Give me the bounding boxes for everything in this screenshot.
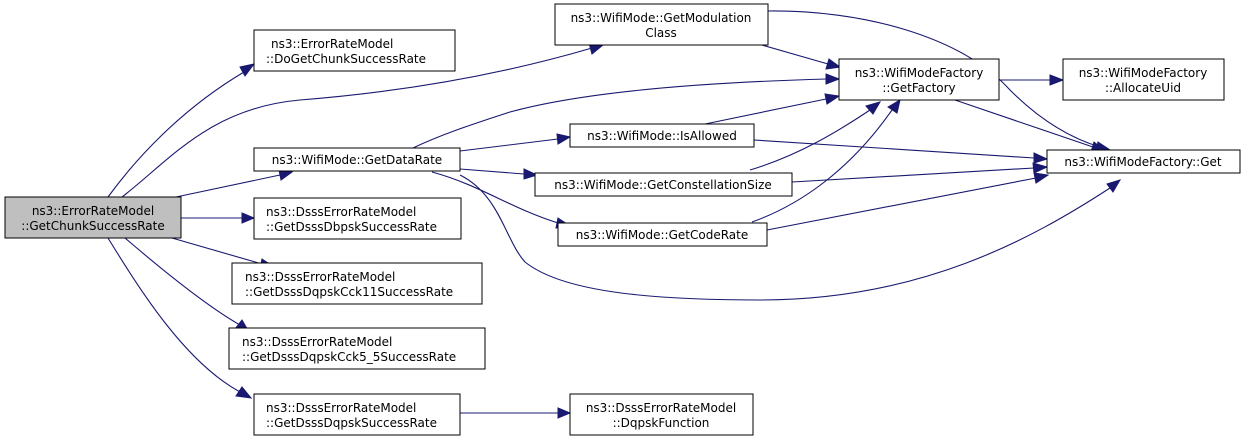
node-get-chunk-success-rate[interactable]: ns3::ErrorRateModel ::GetChunkSuccessRat… — [4, 196, 182, 239]
node-is-allowed[interactable]: ns3::WifiMode::IsAllowed — [569, 123, 755, 148]
edge-const-size-to-factory — [749, 101, 882, 171]
node-get-factory[interactable]: ns3::WifiModeFactory ::GetFactory — [838, 58, 1000, 101]
node-dqpsk-cck5-success-rate[interactable]: ns3::DsssErrorRateModel ::GetDsssDqpskCc… — [228, 327, 486, 370]
edge-const-size-to-factory-get — [791, 162, 1049, 183]
edge-root-to-dqpsk — [107, 237, 253, 399]
node-label-line: ns3::WifiModeFactory — [1079, 66, 1208, 80]
node-label-line: ::DoGetChunkSuccessRate — [266, 52, 426, 66]
edge-code-rate-to-factory — [751, 98, 901, 223]
node-label-line: ns3::WifiMode::GetModulation — [571, 11, 752, 25]
node-label-line: ns3::DsssErrorRateModel — [266, 401, 416, 415]
node-label-line: ns3::DsssErrorRateModel — [245, 270, 395, 284]
node-label-line: ns3::WifiMode::GetDataRate — [272, 153, 442, 167]
edge-factory-to-allocate-uid — [999, 74, 1065, 86]
node-label-line: ns3::DsssErrorRateModel — [266, 205, 416, 219]
edge-root-to-dqpsk-cck5 — [124, 237, 251, 333]
node-dbpsk-success-rate[interactable]: ns3::DsssErrorRateModel ::GetDsssDbpskSu… — [253, 197, 462, 240]
edge-data-rate-to-const-size — [459, 168, 539, 180]
node-label-line: ::GetDsssDbpskSuccessRate — [266, 220, 437, 234]
node-allocate-uid[interactable]: ns3::WifiModeFactory ::AllocateUid — [1062, 58, 1225, 101]
node-label-line: ns3::ErrorRateModel — [271, 37, 393, 51]
edge-data-rate-to-is-allowed — [459, 133, 572, 152]
node-label-line: ::GetDsssDqpskCck11SuccessRate — [245, 285, 453, 299]
edge-is-allowed-to-factory — [704, 93, 841, 125]
node-label-line: ::GetChunkSuccessRate — [21, 219, 164, 233]
node-label-line: ::GetDsssDqpskCck5_5SuccessRate — [242, 350, 456, 364]
node-label-line: ns3::WifiModeFactory::Get — [1064, 155, 1221, 169]
edge-data-rate-to-factory — [412, 73, 841, 149]
node-label-line: ::GetDsssDqpskSuccessRate — [266, 416, 437, 430]
node-label-line: ::DqpskFunction — [613, 416, 710, 430]
edge-is-allowed-to-factory-get — [753, 139, 1049, 164]
node-dqpsk-function[interactable]: ns3::DsssErrorRateModel ::DqpskFunction — [569, 393, 754, 436]
node-label-line: ns3::WifiMode::GetConstellationSize — [554, 178, 772, 192]
node-get-data-rate[interactable]: ns3::WifiMode::GetDataRate — [253, 147, 461, 172]
edge-data-rate-to-factory-get — [459, 174, 1122, 301]
edge-dqpsk-to-dqpsk-function — [460, 407, 572, 419]
node-label-line: Class — [645, 26, 677, 40]
node-dqpsk-cck11-success-rate[interactable]: ns3::DsssErrorRateModel ::GetDsssDqpskCc… — [231, 262, 483, 305]
node-wifi-mode-factory-get[interactable]: ns3::WifiModeFactory::Get — [1046, 149, 1241, 174]
edge-code-rate-to-factory-get — [766, 172, 1050, 231]
edge-root-to-do-get-chunk — [107, 63, 256, 198]
edge-root-to-get-data-rate — [175, 169, 294, 198]
node-do-get-chunk-success-rate[interactable]: ns3::ErrorRateModel ::DoGetChunkSuccessR… — [253, 29, 456, 72]
node-dqpsk-success-rate[interactable]: ns3::DsssErrorRateModel ::GetDsssDqpskSu… — [253, 393, 461, 436]
edge-mod-class-to-factory — [761, 44, 842, 70]
node-label-line: ns3::WifiMode::IsAllowed — [587, 129, 737, 143]
edge-root-to-dbpsk — [181, 212, 256, 224]
node-get-modulation-class[interactable]: ns3::WifiMode::GetModulation Class — [554, 3, 769, 46]
node-label-line: ns3::WifiModeFactory — [855, 66, 984, 80]
node-label-line: ns3::DsssErrorRateModel — [586, 401, 736, 415]
node-get-code-rate[interactable]: ns3::WifiMode::GetCodeRate — [557, 222, 768, 247]
node-label-line: ::AllocateUid — [1105, 81, 1181, 95]
node-label-line: ns3::WifiMode::GetCodeRate — [576, 228, 748, 242]
node-get-constellation-size[interactable]: ns3::WifiMode::GetConstellationSize — [534, 172, 793, 197]
node-label-line: ns3::DsssErrorRateModel — [242, 335, 392, 349]
node-label-line: ::GetFactory — [882, 81, 955, 95]
node-label-line: ns3::ErrorRateModel — [32, 204, 154, 218]
